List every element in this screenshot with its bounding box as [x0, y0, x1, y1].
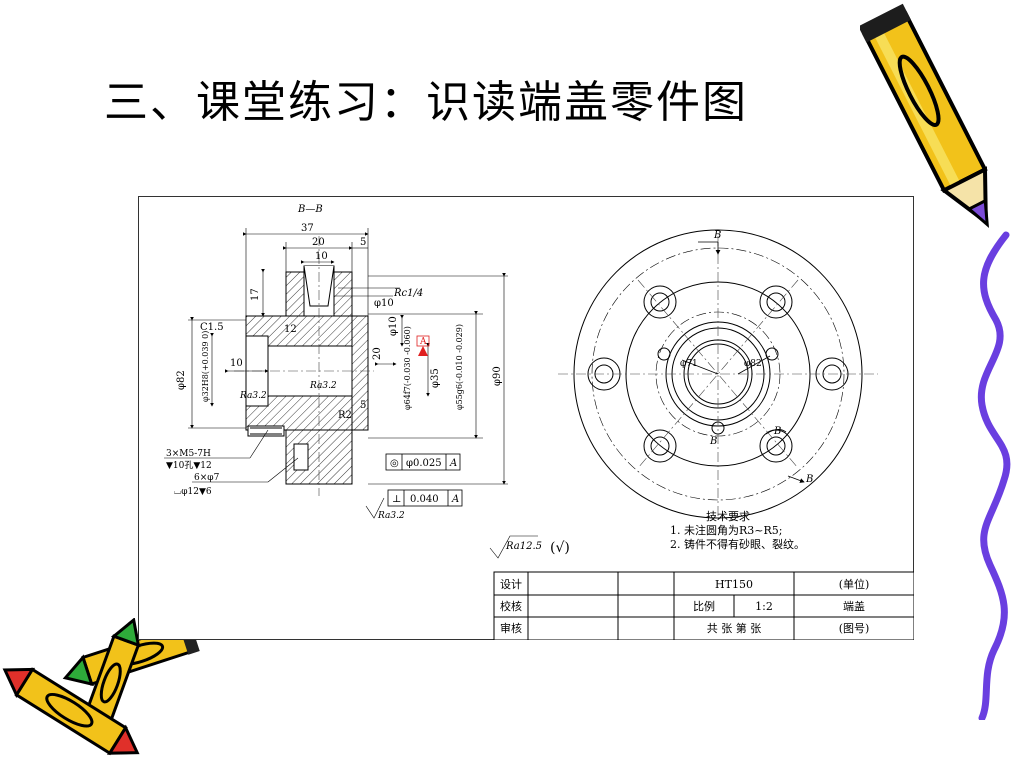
dim-20: 20: [312, 237, 325, 248]
view-b-arrow: B: [805, 474, 813, 485]
engineering-drawing: B—B 37 20 5 10 Rc1/4 φ10 C1.5 12 17 10 2…: [138, 196, 914, 640]
phi64-f7: φ64f7(-0.030 -0.060): [403, 326, 412, 410]
phi55-g6: φ55g6(-0.010 -0.029): [455, 324, 464, 410]
tb-unit: (单位): [839, 577, 870, 591]
dim-5-mid: 5: [360, 400, 366, 411]
tech-req-1: 1. 未注圆角为R3~R5;: [670, 523, 782, 537]
roughness-bottom: Ra3.2: [377, 511, 405, 521]
dim-10-left: 10: [230, 358, 243, 369]
holes-spec-3: 6×φ7: [194, 473, 220, 483]
phi71: φ71: [680, 359, 698, 369]
phi10-top: φ10: [374, 298, 394, 309]
roughness-left: Ra3.2: [239, 391, 267, 401]
tb-review: 审核: [500, 621, 522, 635]
page-title: 三、课堂练习：识读端盖零件图: [104, 77, 748, 128]
concentric-symbol: ◎: [390, 458, 399, 469]
wavy-line-decoration: [977, 231, 1011, 720]
phi32-h8: φ32H8(+0.039 0): [201, 331, 210, 402]
datum-label: A: [419, 337, 427, 347]
radius-r2: R2: [338, 410, 352, 421]
dim-10: 10: [315, 251, 328, 262]
roughness-mid: Ra3.2: [309, 381, 337, 391]
dim-5: 5: [360, 237, 366, 248]
view-b-top: B: [713, 230, 721, 241]
tol-perp-datum: A: [451, 494, 459, 505]
tb-material: HT150: [715, 578, 753, 591]
tol-perp: 0.040: [410, 494, 439, 505]
tol-concentric-datum: A: [449, 458, 457, 469]
perp-symbol: ⊥: [392, 494, 401, 505]
dim-20-mid: 20: [372, 347, 383, 360]
view-b-mid: B: [709, 436, 717, 447]
phi90: φ90: [492, 366, 503, 386]
pencil-icon: [860, 3, 990, 228]
dim-17: 17: [250, 288, 261, 301]
title-block: [493, 571, 914, 640]
general-roughness: Ra12.5: [505, 541, 542, 552]
tb-part-name: 端盖: [843, 599, 865, 613]
holes-spec-2: ▼10孔▼12: [166, 460, 212, 471]
tb-scale-value: 1:2: [755, 600, 773, 613]
section-label: B—B: [297, 204, 323, 215]
tb-drawing-no: (图号): [839, 622, 870, 635]
phi35: φ35: [430, 368, 441, 388]
phi82-left: φ82: [176, 370, 187, 390]
phi10-right: φ10: [388, 316, 399, 336]
dim-37: 37: [301, 223, 314, 234]
thread-label: Rc1/4: [393, 288, 423, 299]
view-b-right: B: [773, 426, 781, 437]
dim-12: 12: [284, 324, 297, 335]
tech-title: 技术要求: [706, 510, 750, 523]
crayons-icon: [2, 618, 200, 756]
tb-design: 设计: [500, 578, 522, 591]
holes-spec-4: ⌴φ12▼6: [174, 487, 212, 497]
holes-spec-1: 3×M5-7H: [166, 449, 211, 459]
tb-sheets: 共 张 第 张: [707, 621, 762, 635]
tech-req-2: 2. 铸件不得有砂眼、裂纹。: [670, 537, 805, 551]
general-roughness-suffix: (√): [550, 540, 570, 556]
tb-scale-label: 比例: [693, 599, 715, 613]
tb-check: 校核: [500, 599, 522, 613]
phi82-right: φ82: [744, 359, 762, 369]
tol-concentric: φ0.025: [406, 458, 442, 469]
chamfer-label: C1.5: [200, 322, 224, 333]
